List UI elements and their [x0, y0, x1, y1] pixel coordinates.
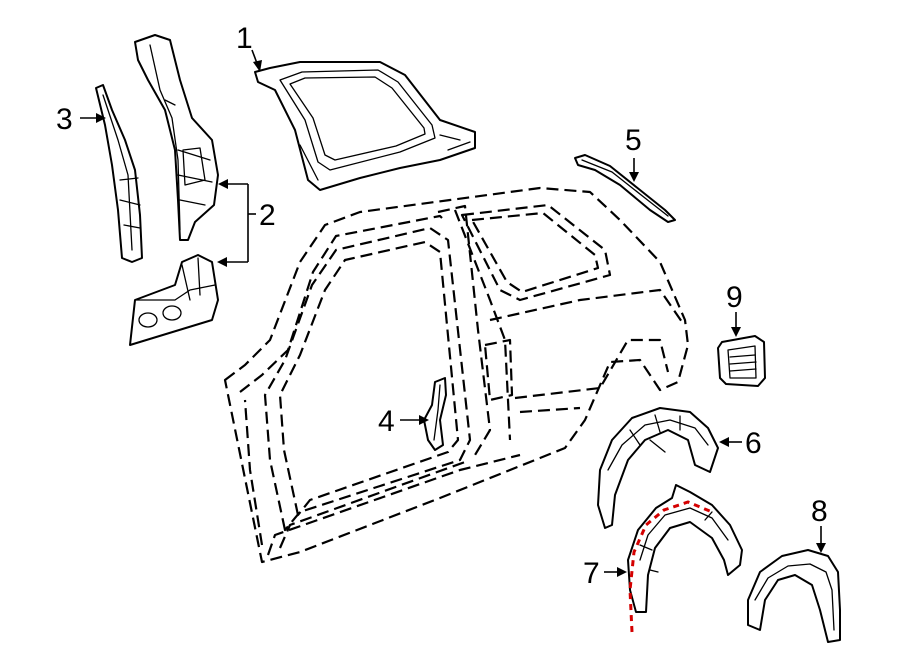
callout-7: 7 [583, 557, 600, 590]
vehicle-body-outline [223, 186, 690, 564]
highlight-cut-line [628, 500, 713, 633]
callout-5: 5 [625, 124, 642, 157]
part-9-vent [717, 335, 766, 387]
callout-8: 8 [811, 495, 828, 528]
callout-2: 2 [259, 199, 276, 232]
part-6-wheelhouse-panel [597, 407, 719, 529]
part-2-upper-pillar [134, 34, 219, 241]
part-8-wheel-molding [747, 549, 841, 643]
part-3-pillar-reinforcement [95, 84, 143, 263]
callout-3: 3 [56, 103, 73, 136]
callout-1: 1 [236, 22, 253, 55]
callout-9: 9 [726, 281, 743, 314]
part-1-quarter-window-panel [254, 61, 476, 191]
callout-6: 6 [745, 427, 762, 460]
part-4-bracket [423, 377, 447, 451]
leader-lines [80, 49, 826, 577]
part-5-roof-trim [574, 154, 676, 223]
callout-labels: 1 2 3 4 5 6 7 8 9 [56, 22, 828, 590]
part-7-wheelhouse-liner [627, 484, 743, 633]
callout-4: 4 [378, 405, 395, 438]
part-2-lower-pillar-base [129, 254, 219, 346]
